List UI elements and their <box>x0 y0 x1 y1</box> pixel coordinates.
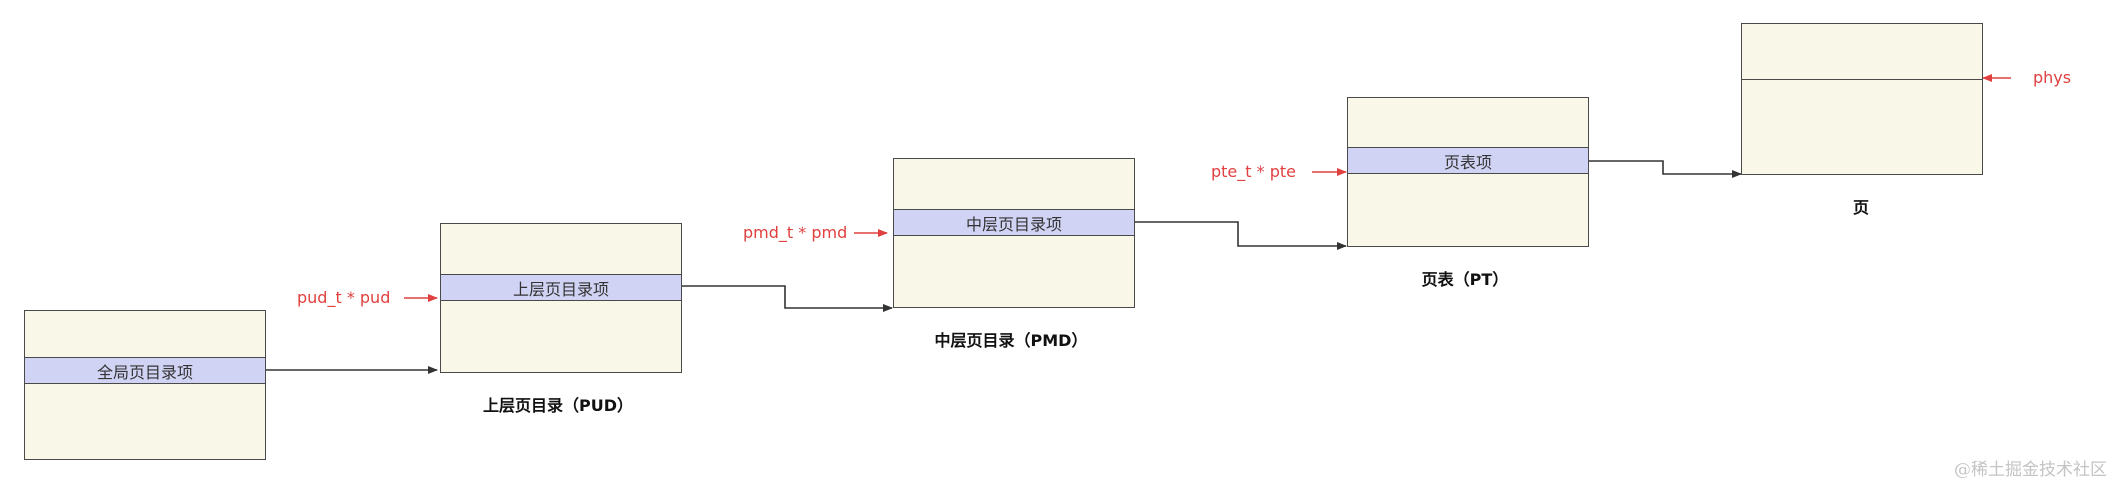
table-pgd: 全局页目录项 <box>24 310 266 460</box>
table-entry-pt: 页表项 <box>1348 147 1588 174</box>
pointer-label-pud: pud_t * pud <box>297 288 391 307</box>
page-phys-line <box>1742 79 1982 80</box>
pointer-label-phys: phys <box>2033 68 2072 87</box>
table-pt: 页表项 <box>1347 97 1589 247</box>
connector-pt-to-page <box>1588 160 1742 178</box>
pointer-label-pte: pte_t * pte <box>1211 162 1296 181</box>
table-pud: 上层页目录项 <box>440 223 682 373</box>
caption-pt: 页表（PT） <box>1421 270 1509 289</box>
pointer-label-pmd: pmd_t * pmd <box>743 223 848 242</box>
table-pmd: 中层页目录项 <box>893 158 1135 308</box>
table-entry-pgd: 全局页目录项 <box>25 357 265 384</box>
caption-page: 页 <box>1852 198 1870 217</box>
table-entry-pud: 上层页目录项 <box>441 274 681 301</box>
connector-pmd-to-pt <box>1135 221 1347 250</box>
page-frame <box>1741 23 1983 175</box>
connector-pud-to-pmd <box>682 285 893 312</box>
table-entry-pmd: 中层页目录项 <box>894 209 1134 236</box>
caption-pud: 上层页目录（PUD） <box>482 396 634 415</box>
watermark: @稀土掘金技术社区 <box>1954 460 2107 480</box>
caption-pmd: 中层页目录（PMD） <box>934 331 1088 350</box>
